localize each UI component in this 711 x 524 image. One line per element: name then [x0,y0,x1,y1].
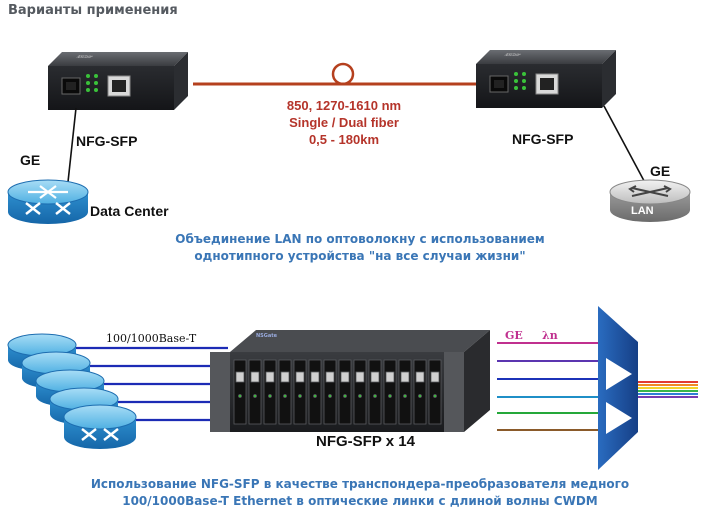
base-t-label: 100/1000Base-T [106,332,196,345]
caption-2-line-2: 100/1000Base-T Ethernet в оптические лин… [40,493,680,510]
caption-1-line-1: Объединение LAN по оптоволокну с использ… [110,231,610,248]
chassis-slot [309,360,321,424]
datacenter-label: Data Center [90,203,169,219]
caption-1-line-2: однотипного устройства "на все случаи жи… [110,248,610,265]
ge-right-label: GE [650,163,670,179]
chassis-slot-port [371,372,379,382]
chassis-slot-port [431,372,439,382]
chassis-slot-port [266,372,274,382]
wavelength-lines [497,343,600,430]
fiber-line-distance: 0,5 - 180km [254,131,434,148]
router-stack-icon [8,334,136,449]
media-converter-right-icon [476,50,616,108]
chassis-slot-port [296,372,304,382]
chassis-slot [249,360,261,424]
media-converter-left-icon [48,52,188,110]
chassis-slot-port [341,372,349,382]
chassis-slot-port [236,372,244,382]
chassis-slot-port [251,372,259,382]
chassis-slot-port [386,372,394,382]
chassis-slot-led [269,395,272,398]
chassis-slot-led [329,395,332,398]
datacenter-router-icon [8,180,88,224]
fiber-coil [333,64,353,84]
device-right-label: NFG-SFP [512,131,573,147]
chassis-slot [429,360,441,424]
chassis-slot [324,360,336,424]
chassis-icon [210,330,490,432]
chassis-slot-led [254,395,257,398]
chassis-slot-led [374,395,377,398]
chassis-slot [414,360,426,424]
chassis-slot-port [401,372,409,382]
fiber-spec: 850, 1270-1610 nm Single / Dual fiber 0,… [254,97,434,148]
device-left-label: NFG-SFP [76,133,137,149]
lambda-label: λn [542,329,558,342]
chassis-slot-led [434,395,437,398]
chassis-slot [264,360,276,424]
chassis-slot-led [359,395,362,398]
chassis-slot-led [239,395,242,398]
copper-link-right [604,106,650,192]
chassis-slot-port [311,372,319,382]
chassis-slot [279,360,291,424]
chassis-slot [384,360,396,424]
chassis-slot-led [284,395,287,398]
caption-2: Использование NFG-SFP в качестве транспо… [40,476,680,510]
chassis-slot-port [326,372,334,382]
chassis-slot-port [356,372,364,382]
chassis-slot [399,360,411,424]
chassis-slot-led [389,395,392,398]
chassis-slot-port [416,372,424,382]
chassis-slot [234,360,246,424]
fiber-line-mode: Single / Dual fiber [254,114,434,131]
chassis-slot-led [344,395,347,398]
chassis-brand: NSGate [256,333,277,339]
chassis-slot [294,360,306,424]
chassis-slot [354,360,366,424]
caption-2-line-1: Использование NFG-SFP в качестве транспо… [40,476,680,493]
chassis-slot [369,360,381,424]
chassis-slot-led [404,395,407,398]
cwdm-mux-icon [598,306,638,470]
copper-link-left [68,108,76,182]
chassis-slot-led [314,395,317,398]
rainbow-output [638,382,698,397]
chassis-label: NFG-SFP x 14 [316,433,415,450]
chassis-slot-led [419,395,422,398]
chassis-slot-led [299,395,302,398]
fiber-line-wavelength: 850, 1270-1610 nm [254,97,434,114]
lan-label: LAN [631,205,654,217]
ge-wavelength-label: GE [505,329,523,342]
caption-1: Объединение LAN по оптоволокну с использ… [110,231,610,265]
chassis-slot [339,360,351,424]
ge-left-label: GE [20,152,40,168]
chassis-slot-port [281,372,289,382]
